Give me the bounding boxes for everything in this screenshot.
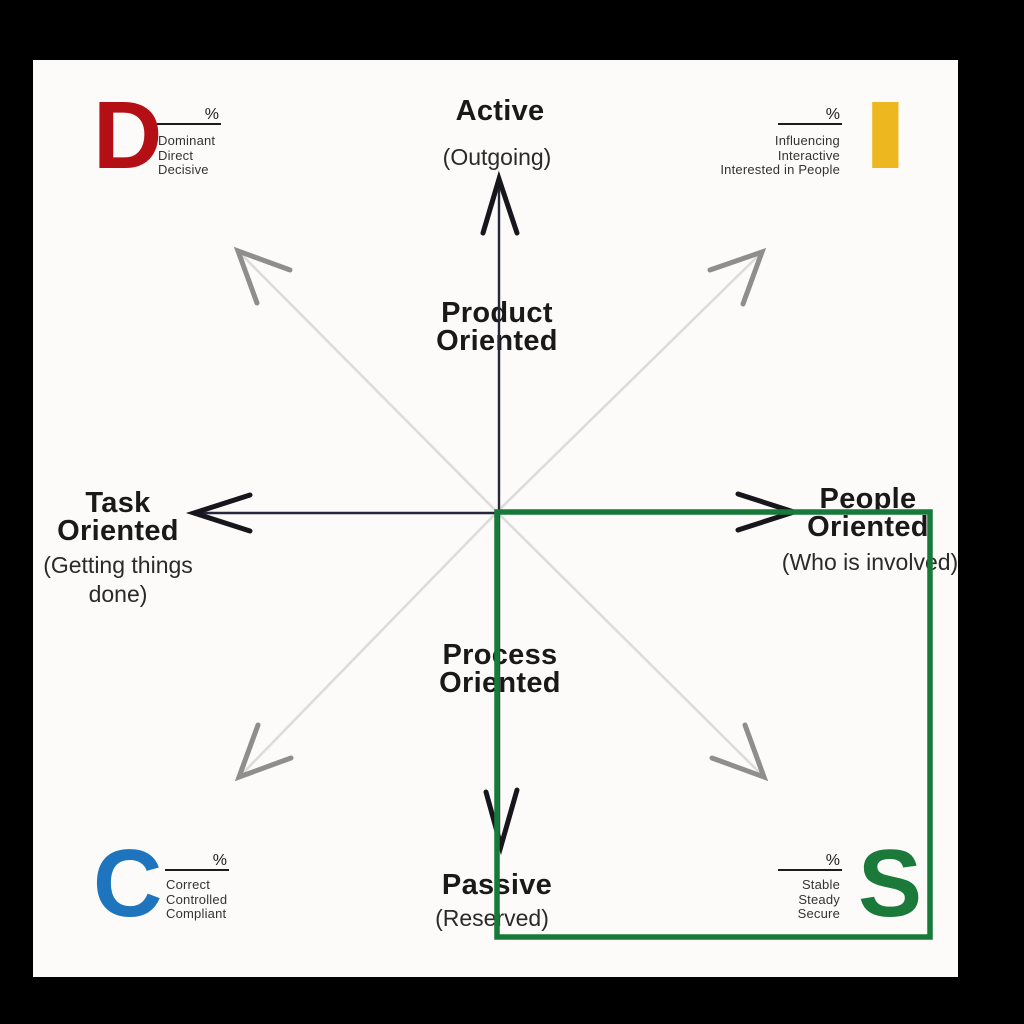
- i-percent-blank: %: [778, 104, 842, 125]
- task-oriented-label: Task Oriented: [57, 487, 179, 547]
- people-oriented-sublabel: (Who is involved): [781, 549, 959, 575]
- letter-s: S: [858, 830, 923, 937]
- passive-label: Passive: [441, 869, 553, 901]
- trait-line: Correct: [166, 877, 211, 892]
- process-oriented-label: Process Oriented: [439, 639, 561, 699]
- passive-sublabel: (Reserved): [435, 905, 549, 931]
- trait-line: Interactive: [777, 147, 840, 163]
- task-oriented-sublabel: (Getting things done): [43, 552, 193, 607]
- trait-line: Steady: [798, 891, 840, 907]
- s-percent-blank: %: [778, 850, 842, 871]
- c-percent-blank: %: [165, 850, 229, 871]
- active-label: Active: [455, 95, 545, 127]
- trait-line: Stable: [801, 877, 840, 892]
- active-sublabel: (Outgoing): [442, 144, 552, 170]
- letter-c: C: [93, 830, 163, 937]
- trait-line: Influencing: [774, 133, 840, 148]
- trait-line: Direct: [158, 147, 194, 163]
- c-traits: Correct Controlled Compliant: [166, 877, 228, 922]
- trait-line: Decisive: [158, 162, 209, 177]
- s-traits: Stable Steady Secure: [620, 877, 840, 922]
- trait-line: Interested in People: [720, 162, 840, 177]
- trait-line: Secure: [797, 906, 840, 921]
- d-traits: Dominant Direct Decisive: [158, 133, 216, 178]
- trait-line: Controlled: [166, 891, 228, 907]
- trait-line: Dominant: [158, 133, 216, 148]
- d-percent-blank: %: [157, 104, 221, 125]
- letter-d: D: [93, 82, 163, 189]
- trait-line: Compliant: [166, 906, 227, 921]
- letter-i: I: [859, 82, 911, 189]
- product-oriented-label: Product Oriented: [436, 297, 558, 357]
- people-oriented-label: People Oriented: [807, 483, 929, 543]
- i-traits: Influencing Interactive Interested in Pe…: [620, 133, 840, 178]
